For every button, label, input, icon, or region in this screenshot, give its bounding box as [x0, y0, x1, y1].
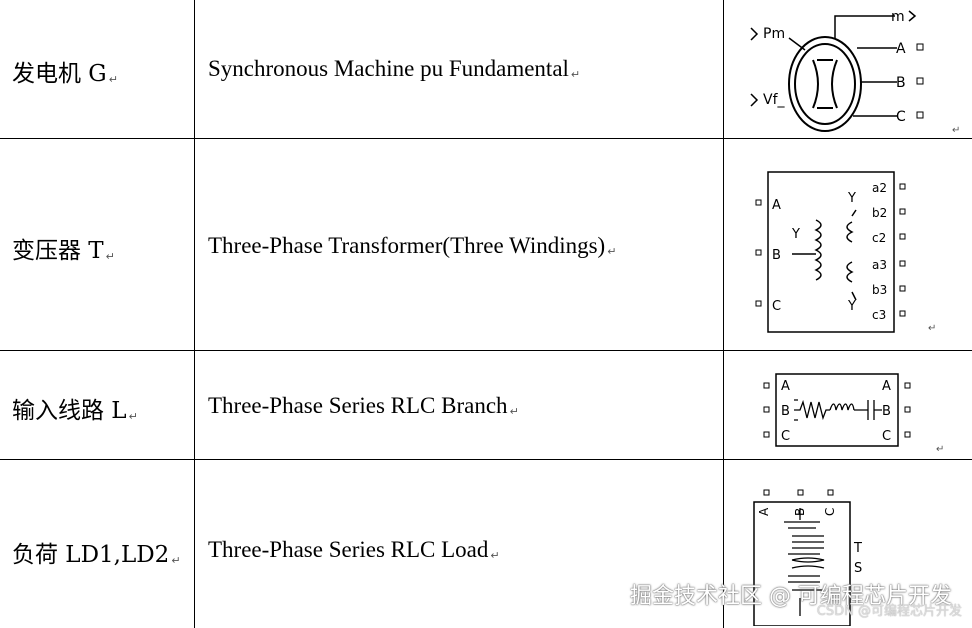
a-port-label: A — [896, 41, 906, 57]
c-port-label: C — [772, 299, 781, 314]
rlc-load-icon: A B C T S — [753, 489, 862, 626]
a2-port-label: a2 — [872, 181, 887, 195]
c3-port-label: c3 — [872, 308, 886, 322]
row-divider — [0, 459, 972, 460]
secondary-wye-label: Y — [847, 191, 856, 206]
row-divider — [0, 138, 972, 139]
m-port-label: m — [891, 9, 905, 25]
synchronous-machine-icon: Pm Vf_ m A B C — [750, 9, 924, 132]
vf-port-label: Vf_ — [763, 92, 786, 108]
component-name: 发电机 G↵ — [12, 61, 118, 87]
a-out-port-label: A — [882, 379, 891, 394]
cell-end-mark: ↵ — [936, 444, 945, 455]
b-in-port-label: B — [781, 404, 790, 419]
column-divider — [723, 0, 724, 628]
component-name: 输入线路 L↵ — [12, 398, 138, 424]
c-out-port-label: C — [882, 429, 891, 444]
rlc-branch-icon: A B C A B C — [763, 373, 911, 447]
watermark-sub: CSDN @可编程芯片开发 — [816, 604, 962, 619]
a-port-label: A — [772, 198, 781, 213]
row-divider — [0, 350, 972, 351]
cell-end-mark: ↵ — [952, 125, 961, 136]
column-divider — [194, 0, 195, 628]
tertiary-wye-label: Y — [847, 299, 856, 314]
simulink-block-name: Three-Phase Series RLC Branch↵ — [208, 393, 519, 418]
cell-end-mark: ↵ — [928, 323, 937, 334]
component-name: 负荷 LD1,LD2↵ — [12, 542, 181, 568]
simulink-block-name: Three-Phase Series RLC Load↵ — [208, 537, 500, 562]
b-port-label: B — [772, 248, 781, 263]
b2-port-label: b2 — [872, 206, 887, 220]
c-port-label: C — [823, 508, 837, 516]
s-label: S — [854, 561, 862, 576]
b-port-label: B — [896, 75, 906, 91]
a-in-port-label: A — [781, 379, 790, 394]
c2-port-label: c2 — [872, 231, 886, 245]
c-port-label: C — [896, 109, 906, 125]
b-out-port-label: B — [882, 404, 891, 419]
b3-port-label: b3 — [872, 283, 887, 297]
b-port-label: B — [793, 508, 807, 516]
primary-wye-label: Y — [791, 227, 800, 242]
t-label: T — [853, 541, 862, 556]
a3-port-label: a3 — [872, 258, 887, 272]
watermark: 掘金技术社区 @ 可编程芯片开发 — [630, 584, 952, 609]
c-in-port-label: C — [781, 429, 790, 444]
pm-port-label: Pm — [763, 26, 785, 42]
simulink-block-name: Synchronous Machine pu Fundamental↵ — [208, 56, 581, 81]
a-port-label: A — [757, 507, 771, 516]
simulink-block-name: Three-Phase Transformer(Three Windings)↵ — [208, 233, 617, 258]
component-name: 变压器 T↵ — [12, 238, 115, 264]
three-winding-transformer-icon: A B C Y Y Y a2 b2 c2 a3 b3 c3 — [755, 171, 906, 333]
